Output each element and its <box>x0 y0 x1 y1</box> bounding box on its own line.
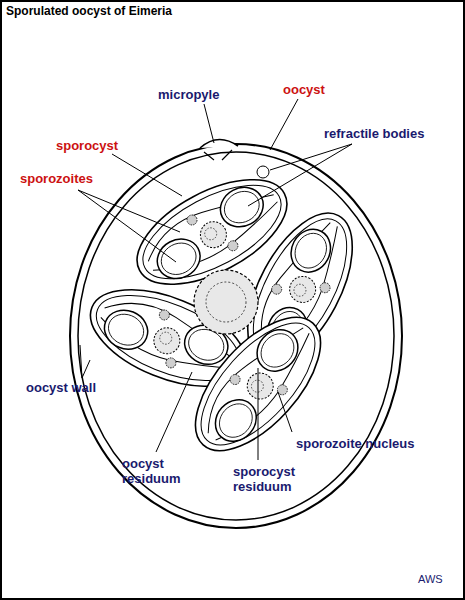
refractile-body <box>257 166 269 178</box>
part-label: oocyst <box>283 82 325 97</box>
leader-lines <box>78 99 352 460</box>
diagram-title: Sporulated oocyst of Eimeria <box>6 4 172 19</box>
part-label: refractile bodies <box>324 126 424 141</box>
part-label: oocyst wall <box>26 380 96 395</box>
oocyst-wall-outer <box>70 144 402 528</box>
oocyst-residuum <box>194 270 258 334</box>
part-label: sporozoites <box>20 171 93 186</box>
part-label: sporozoite nucleus <box>296 436 414 451</box>
oocyst-residuum <box>206 282 246 322</box>
part-label: micropyle <box>158 87 219 102</box>
part-label: oocyst residuum <box>122 456 188 486</box>
part-label: sporocyst <box>56 138 118 153</box>
micropyle-cap <box>200 139 238 148</box>
part-label: sporocyst residuum <box>233 464 309 494</box>
author-mark: AWS <box>418 572 443 587</box>
micropyle-opening <box>204 150 232 160</box>
